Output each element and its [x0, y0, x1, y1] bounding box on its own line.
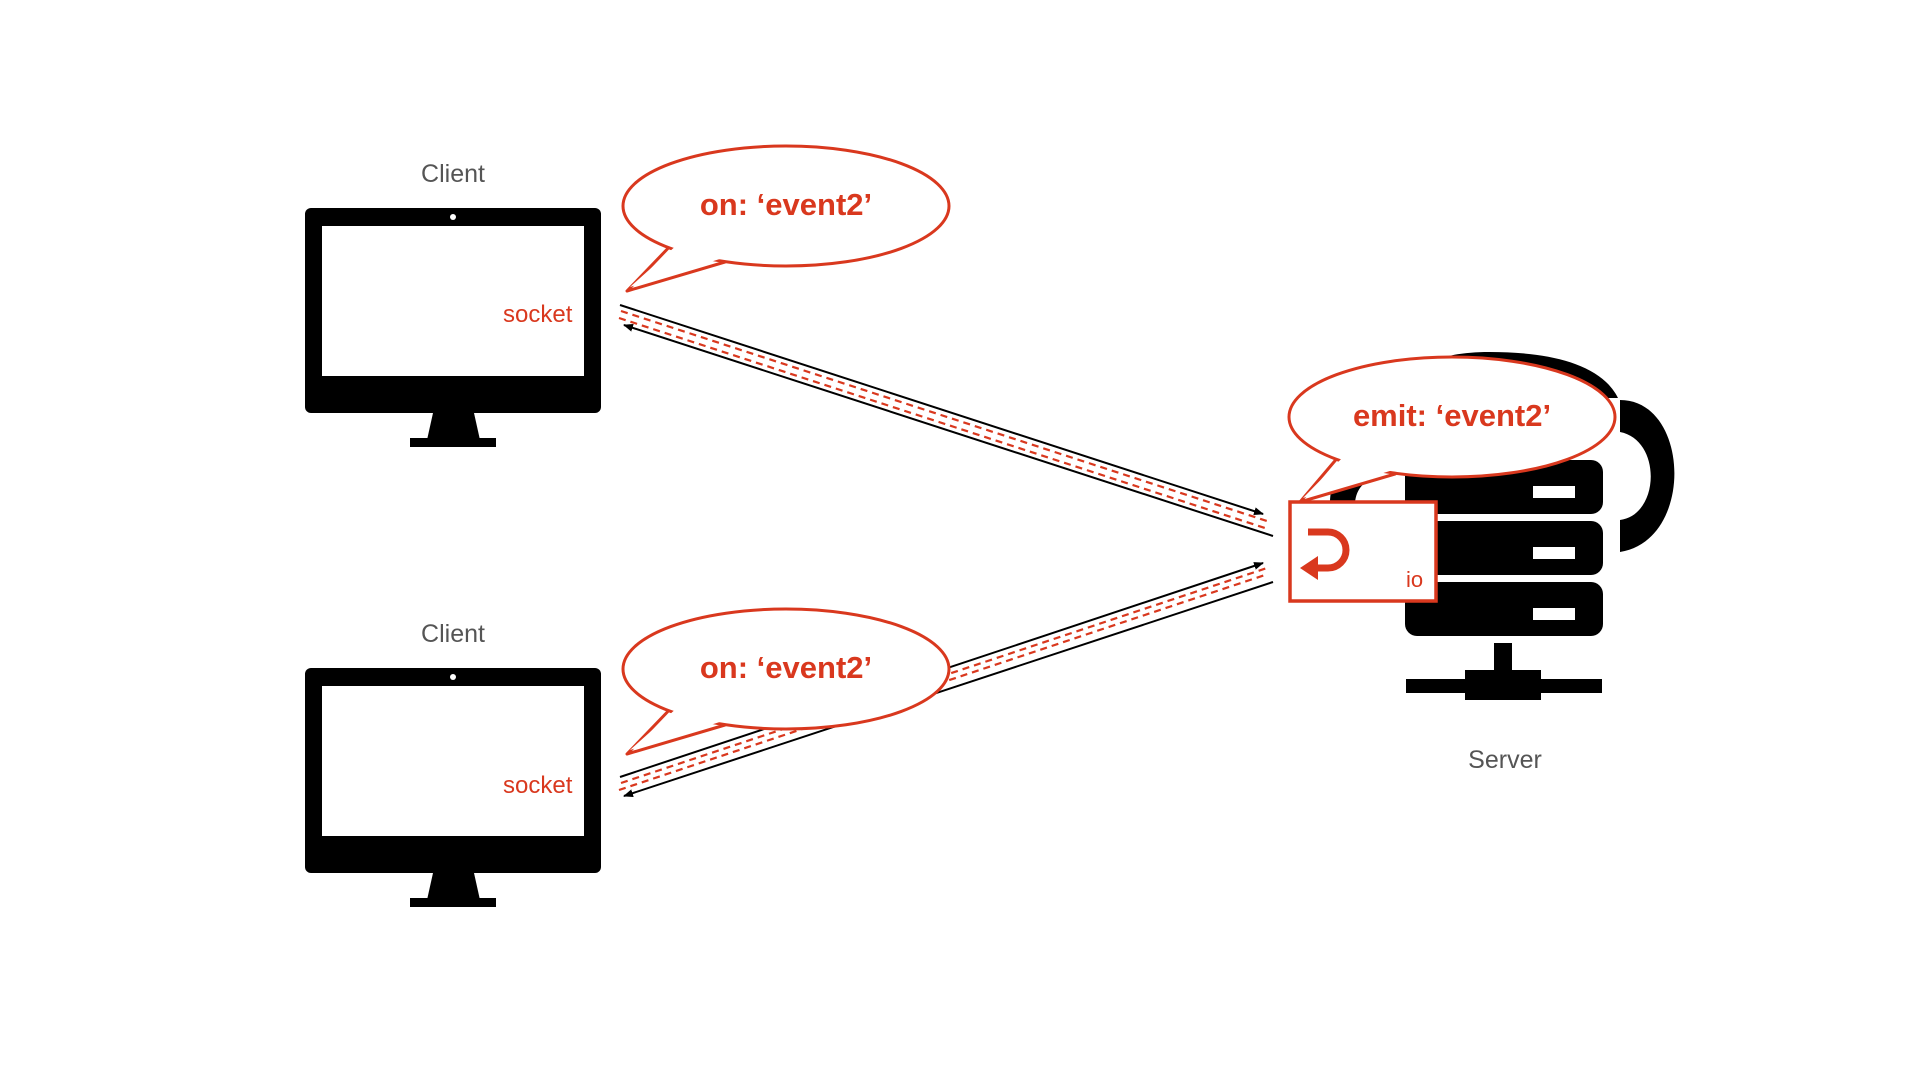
bubble-text: emit: ‘event2’ — [1352, 398, 1552, 433]
io-box — [1288, 500, 1438, 603]
response-arrow — [623, 323, 1274, 537]
response-arrow — [623, 581, 1274, 797]
request-arrow — [619, 304, 1264, 516]
io-label: io — [1406, 567, 1424, 592]
socket-label: socket — [503, 772, 573, 799]
speech-bubble-bottom — [621, 607, 951, 756]
return-arrow-icon — [1300, 528, 1350, 580]
monitor-icon — [305, 208, 601, 447]
client-label: Client — [421, 620, 485, 648]
server-label: Server — [1468, 746, 1542, 774]
monitor-icon — [305, 668, 601, 907]
bubble-text: on: ‘event2’ — [699, 187, 873, 222]
socket-channel — [618, 316, 1269, 531]
socket-label: socket — [503, 301, 573, 328]
connection-top — [618, 304, 1274, 537]
speech-bubble-server — [1287, 355, 1617, 504]
socket-channel — [620, 309, 1271, 524]
speech-bubble-top — [621, 144, 951, 293]
client-label: Client — [421, 160, 485, 188]
bubble-text: on: ‘event2’ — [699, 650, 873, 685]
